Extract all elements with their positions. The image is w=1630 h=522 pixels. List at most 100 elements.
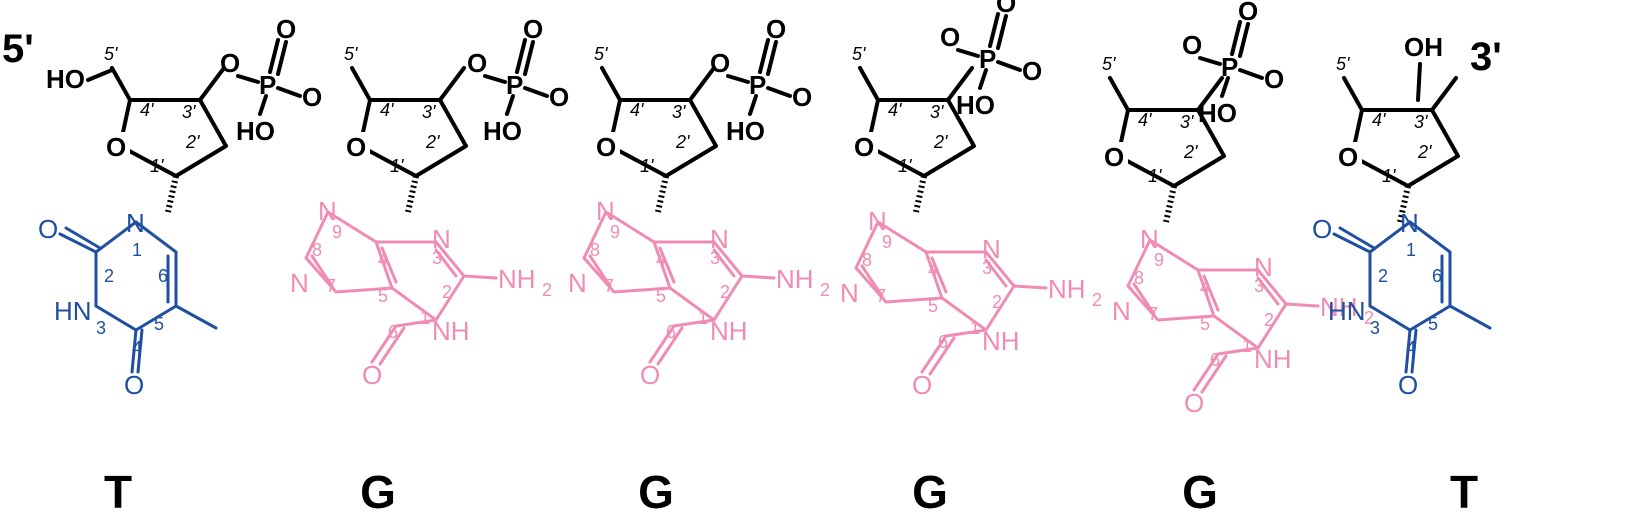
p-oh-bond <box>978 68 988 90</box>
pos7: 7 <box>326 276 336 296</box>
phosphoryl-oxygen-label: O <box>766 14 786 44</box>
c1-label: 1' <box>898 156 912 176</box>
pos6: 6 <box>1210 350 1220 370</box>
n1h-atom: NH <box>432 316 470 346</box>
n3-atom: N <box>1254 252 1273 282</box>
c2-label: 2' <box>1183 142 1198 162</box>
ring-oxygen-bg <box>852 132 878 160</box>
pos6: 6 <box>666 322 676 342</box>
o2-atom: O <box>1312 214 1332 244</box>
sequence-letter-5: G <box>1182 466 1218 518</box>
p-o-bond <box>523 86 549 98</box>
tpos1: 1 <box>1406 240 1416 260</box>
deoxyribose-2: O5'4'3'2'1' <box>344 44 468 213</box>
pos1: 1 <box>1242 336 1252 356</box>
sequence-letter-6: T <box>1450 466 1478 518</box>
n7-atom: N <box>840 278 859 308</box>
pos4: 4 <box>378 250 388 270</box>
glycosidic-bond <box>1163 185 1177 223</box>
c4-label: 4' <box>630 100 644 120</box>
glycosidic-bond <box>913 175 927 213</box>
p-o-bond <box>1238 68 1264 80</box>
ester-oxygen-3-label: O <box>940 22 960 52</box>
pos8: 8 <box>590 240 600 260</box>
tpos3: 3 <box>96 318 106 338</box>
phosphate-ho-label: HO <box>236 116 275 146</box>
o4-atom: O <box>124 370 144 400</box>
five-prime-ho-label: HO <box>46 64 85 94</box>
ring-oxygen-label: O <box>1104 142 1124 172</box>
double-bonds <box>1132 274 1280 316</box>
deoxyribose-1: O5'4'3'2'1' <box>104 44 228 213</box>
c4-label: 4' <box>140 100 154 120</box>
tpos6: 6 <box>158 266 168 286</box>
c2-label: 2' <box>675 132 690 152</box>
phosphorus-label: P <box>259 70 276 100</box>
amino-bond <box>462 274 498 280</box>
n9-atom: N <box>596 196 615 226</box>
carbonyl-bond <box>370 324 398 364</box>
pos5: 5 <box>928 296 938 316</box>
phosphoryl-oxygen-label: O <box>996 0 1016 18</box>
amino-group: NH <box>776 264 814 294</box>
three-prime-label: 3' <box>1470 35 1502 79</box>
carbonyl-oxygen: O <box>912 370 932 400</box>
ring-oxygen-bg <box>344 132 370 160</box>
pos9: 9 <box>882 232 892 252</box>
pos7: 7 <box>876 286 886 306</box>
c3-o-bond <box>688 66 716 102</box>
c5-label: 5' <box>594 44 608 64</box>
deoxyribose-6: O5'4'3'2'1' <box>1336 54 1460 223</box>
c3-label: 3' <box>1180 112 1194 132</box>
p-o-double-1 <box>515 38 527 74</box>
p-oh-bond <box>505 94 515 116</box>
c4-c5-bond <box>1342 76 1364 112</box>
c5-label: 5' <box>1336 54 1350 74</box>
deoxyribose-3: O5'4'3'2'1' <box>594 44 718 213</box>
c5-label: 5' <box>1102 54 1116 74</box>
phosphorus-label: P <box>1221 52 1238 82</box>
c4-c5-bond <box>600 66 622 102</box>
phosphoryl-oxygen-label: O <box>523 14 543 44</box>
o-p-bond <box>1198 56 1222 66</box>
c4-c5-bond <box>110 66 132 102</box>
ester-oxygen-5-label: O <box>792 82 812 112</box>
amino-subscript: 2 <box>542 280 552 300</box>
pos9: 9 <box>1154 250 1164 270</box>
five-prime-label: 5' <box>2 27 34 71</box>
amino-group: NH <box>1048 274 1086 304</box>
sugar-ring-bonds <box>118 98 228 178</box>
pos5: 5 <box>378 286 388 306</box>
ring-double-bonds <box>58 226 170 374</box>
carbonyl-oxygen: O <box>362 360 382 390</box>
p-oh-bond <box>258 94 268 116</box>
n1h-atom: NH <box>710 316 748 346</box>
carbonyl-bond-2 <box>1200 354 1228 394</box>
glycosidic-bond <box>1397 185 1411 223</box>
pos3: 3 <box>432 248 442 268</box>
sugar-phosphate-backbone: O5'4'3'2'1'O5'4'3'2'1'O5'4'3'2'1'O5'4'3'… <box>104 0 1460 223</box>
pos7: 7 <box>1148 304 1158 324</box>
p-o-double-1 <box>758 38 770 74</box>
c4-label: 4' <box>1372 110 1386 130</box>
purine-ring-bonds <box>1126 238 1288 356</box>
pos9: 9 <box>610 222 620 242</box>
o4-atom: O <box>1398 370 1418 400</box>
tpos4: 4 <box>1406 338 1416 358</box>
pos3: 3 <box>710 248 720 268</box>
n1-atom: N <box>126 208 145 238</box>
c1-label: 1' <box>150 156 164 176</box>
tpos5: 5 <box>154 314 164 334</box>
p-o-double-1 <box>1230 20 1242 56</box>
ester-oxygen-3-label: O <box>467 48 487 78</box>
c3-label: 3' <box>1414 112 1428 132</box>
ester-oxygen-3-label: O <box>710 48 730 78</box>
pos4: 4 <box>656 250 666 270</box>
c2-label: 2' <box>933 132 948 152</box>
p-oh-bond <box>748 94 758 116</box>
c3-label: 3' <box>422 102 436 122</box>
